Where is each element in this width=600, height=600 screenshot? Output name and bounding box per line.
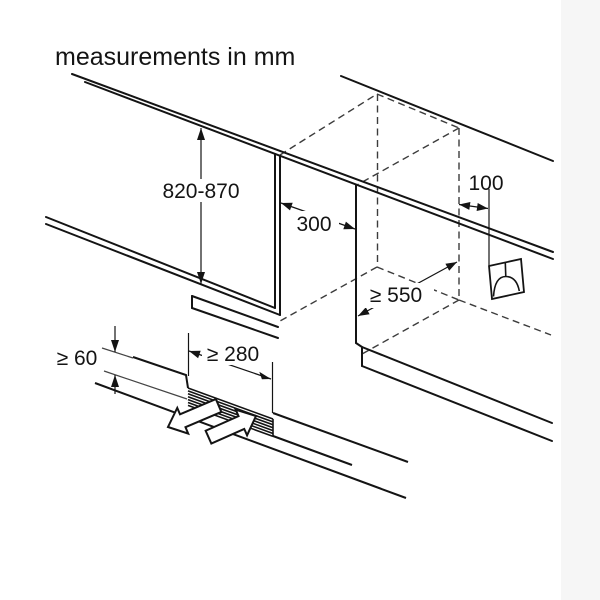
label-backgrounds [154, 179, 434, 365]
dim-niche-width-label: 300 [296, 213, 331, 236]
airflow-in-arrow [204, 408, 258, 445]
dim-height-label: 820-870 [162, 180, 239, 203]
worktop-upper-edge [71, 73, 554, 253]
dim-niche-depth-label: ≥ 550 [370, 284, 422, 307]
dim-socket-offset-label: 100 [468, 172, 503, 195]
worktop-lower-edge [84, 81, 554, 260]
plinth-gap-lower-line [103, 370, 188, 400]
left-cabinet-bottom-edge [45, 216, 276, 309]
right-margin-strip [561, 0, 600, 600]
left-cabinet-bottom-edge-inner [45, 223, 281, 316]
plinth-board-right-top [272, 412, 409, 463]
right-plinth-top [361, 346, 553, 424]
dimension-arrowheads [111, 128, 488, 387]
dim-vent-width-label: ≥ 280 [207, 343, 259, 366]
power-socket-icon [488, 257, 525, 301]
floor-line [94, 382, 407, 499]
right-cabinet-plinth-step [355, 342, 363, 367]
airflow-out-arrow [166, 397, 223, 436]
plinth-detail [94, 347, 409, 499]
right-plinth-bottom [361, 365, 553, 442]
dim-vent-height-label: ≥ 60 [57, 347, 98, 370]
left-plinth-bottom [191, 307, 279, 339]
left-plinth-top [191, 295, 279, 328]
wall-top-line [340, 75, 554, 162]
plinth-board-right-bottom [272, 435, 353, 466]
plinth-board-top [132, 356, 189, 389]
appliance-bottom-line [101, 347, 134, 359]
kitchen-run-lines [45, 73, 554, 442]
niche-dashed-outline [279, 93, 552, 355]
diagram-title: measurements in mm [55, 43, 295, 71]
